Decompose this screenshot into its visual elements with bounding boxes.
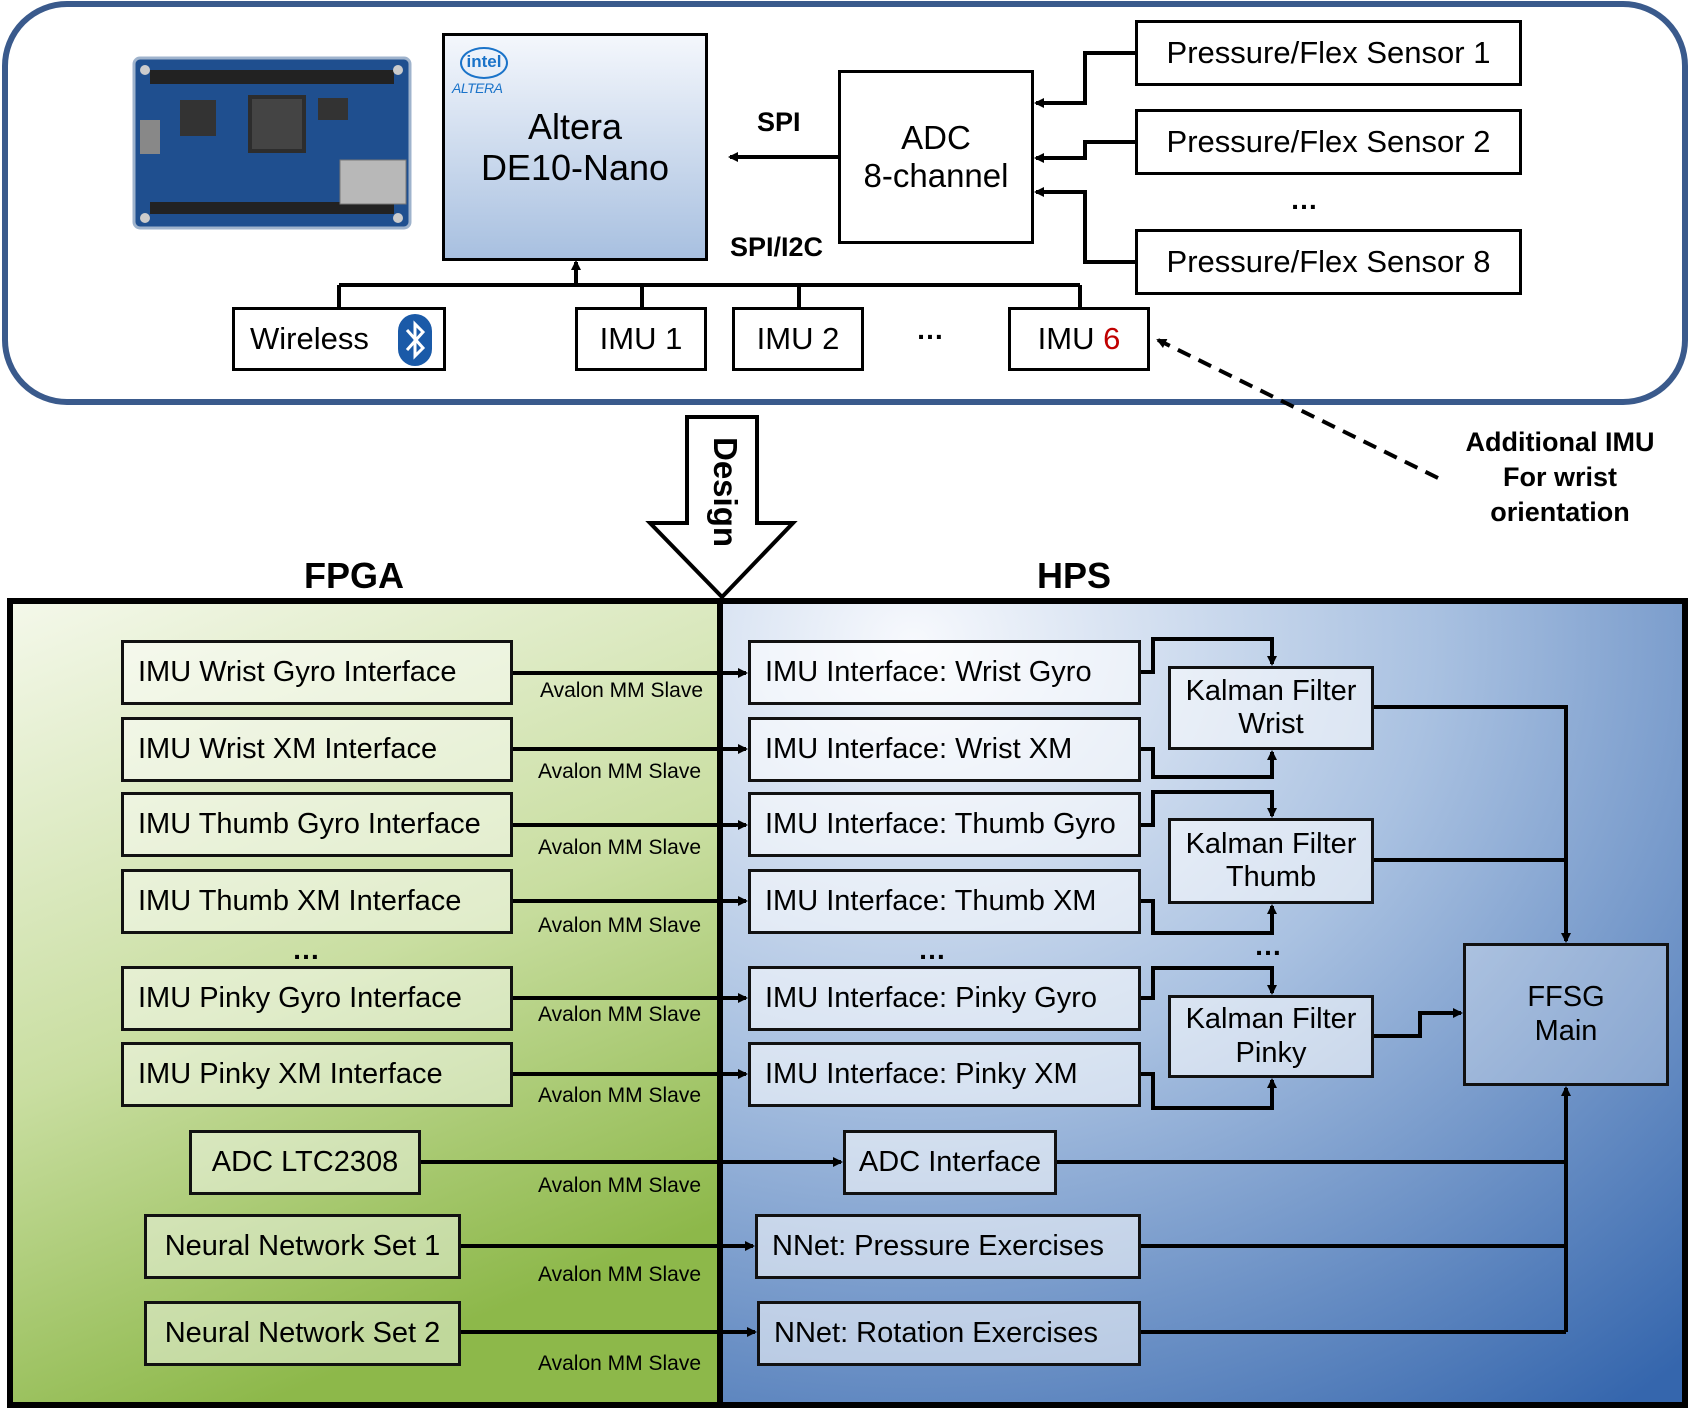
avalon-links (420, 668, 843, 1337)
fpga-imu-thumb-xm: IMU Thumb XM Interface (121, 869, 513, 934)
kalman-ellipsis: … (1254, 930, 1284, 961)
imu-6: IMU 6 (1008, 307, 1150, 371)
avalon-label-wrist-gyro: Avalon MM Slave (540, 679, 704, 702)
avalon-label-nn2: Avalon MM Slave (538, 1352, 702, 1375)
intel-logo: intel (460, 47, 508, 79)
wireless-label: Wireless (250, 321, 369, 357)
fpga-adc-ltc2308: ADC LTC2308 (189, 1130, 421, 1195)
fpga-ellipsis: … (292, 934, 322, 965)
hps-imu-interface-wrist-xm: IMU Interface: Wrist XM (748, 717, 1141, 782)
kalman-filter-thumb: Kalman Filter Thumb (1168, 818, 1374, 904)
kalman-pinky-line2: Pinky (1235, 1036, 1307, 1069)
fpga-neural-network-set-1: Neural Network Set 1 (144, 1214, 461, 1279)
fpga-imu-thumb-gyro: IMU Thumb Gyro Interface (121, 792, 513, 857)
pressure-flex-sensor-2: Pressure/Flex Sensor 2 (1135, 109, 1522, 175)
sensor-ellipsis: … (1290, 184, 1320, 215)
avalon-label-pinky-gyro: Avalon MM Slave (538, 1003, 702, 1026)
hps-imu-interface-pinky-xm: IMU Interface: Pinky XM (748, 1042, 1141, 1107)
avalon-label-nn1: Avalon MM Slave (538, 1263, 702, 1286)
fpga-imu-pinky-gyro: IMU Pinky Gyro Interface (121, 966, 513, 1031)
avalon-label-pinky-xm: Avalon MM Slave (538, 1084, 702, 1107)
imu-1: IMU 1 (575, 307, 707, 371)
hps-adc-interface: ADC Interface (843, 1130, 1057, 1195)
annotation-line3: orientation (1490, 497, 1630, 527)
hps-connectors (1056, 637, 1571, 1334)
kalman-thumb-line1: Kalman Filter (1185, 827, 1357, 860)
kalman-wrist-line1: Kalman Filter (1185, 674, 1357, 707)
spi-i2c-label: SPI/I2C (730, 232, 824, 262)
hps-imu-interface-wrist-gyro: IMU Interface: Wrist Gyro (748, 640, 1141, 705)
hps-title: HPS (1037, 555, 1112, 596)
kalman-filter-wrist: Kalman Filter Wrist (1168, 666, 1374, 750)
avalon-label-thumb-xm: Avalon MM Slave (538, 914, 702, 937)
imu-6-prefix: IMU (1037, 321, 1104, 357)
fpga-imu-pinky-xm: IMU Pinky XM Interface (121, 1042, 513, 1107)
hps-nnet-rotation-exercises: NNet: Rotation Exercises (757, 1301, 1141, 1366)
imu-ellipsis: … (916, 314, 946, 345)
de10-nano-board-image (132, 56, 412, 230)
pressure-flex-sensor-1: Pressure/Flex Sensor 1 (1135, 20, 1522, 86)
design-arrow (645, 415, 798, 600)
top-connectors (337, 51, 1135, 308)
ffsg-main: FFSG Main (1463, 943, 1669, 1086)
adc-8-channel: ADC 8-channel (838, 70, 1034, 244)
hps-nnet-pressure-exercises: NNet: Pressure Exercises (755, 1214, 1141, 1279)
hps-imu-interface-thumb-xm: IMU Interface: Thumb XM (748, 869, 1141, 934)
fpga-imu-wrist-xm: IMU Wrist XM Interface (121, 717, 513, 782)
annotation-additional-imu: Additional IMU For wrist orientation (1440, 425, 1680, 530)
hps-imu-interface-thumb-gyro: IMU Interface: Thumb Gyro (748, 792, 1141, 857)
kalman-filter-pinky: Kalman Filter Pinky (1168, 995, 1374, 1078)
avalon-label-thumb-gyro: Avalon MM Slave (538, 836, 702, 859)
hps-imu-interface-pinky-gyro: IMU Interface: Pinky Gyro (748, 966, 1141, 1031)
kalman-pinky-line1: Kalman Filter (1185, 1003, 1357, 1036)
bluetooth-icon (398, 314, 432, 366)
de10-nano-board: Altera DE10-Nano (442, 33, 708, 261)
ffsg-line2: Main (1534, 1014, 1598, 1047)
imu-2: IMU 2 (732, 307, 864, 371)
altera-logo: ALTERA (452, 80, 503, 96)
pressure-flex-sensor-8: Pressure/Flex Sensor 8 (1135, 229, 1522, 295)
fpga-imu-wrist-gyro: IMU Wrist Gyro Interface (121, 640, 513, 705)
design-label: Design (707, 437, 744, 548)
annotation-arrow (1156, 338, 1439, 480)
fpga-title: FPGA (304, 555, 405, 596)
fpga-region (10, 601, 720, 1405)
avalon-label-adc: Avalon MM Slave (538, 1174, 702, 1197)
annotation-line2: For wrist (1502, 462, 1617, 492)
annotation-line1: Additional IMU (1465, 427, 1655, 457)
adc-line2: 8-channel (863, 157, 1009, 194)
hps-ellipsis: … (918, 934, 948, 965)
kalman-wrist-line2: Wrist (1238, 708, 1304, 740)
board-title-line2: DE10-Nano (480, 147, 670, 188)
adc-line1: ADC (901, 119, 971, 157)
imu-6-number: 6 (1103, 321, 1121, 357)
kalman-thumb-line2: Thumb (1225, 861, 1317, 893)
avalon-label-wrist-xm: Avalon MM Slave (538, 760, 702, 783)
spi-label: SPI (757, 107, 801, 137)
ffsg-line1: FFSG (1527, 981, 1605, 1014)
board-title-line1: Altera (527, 105, 623, 147)
fpga-neural-network-set-2: Neural Network Set 2 (144, 1301, 461, 1366)
